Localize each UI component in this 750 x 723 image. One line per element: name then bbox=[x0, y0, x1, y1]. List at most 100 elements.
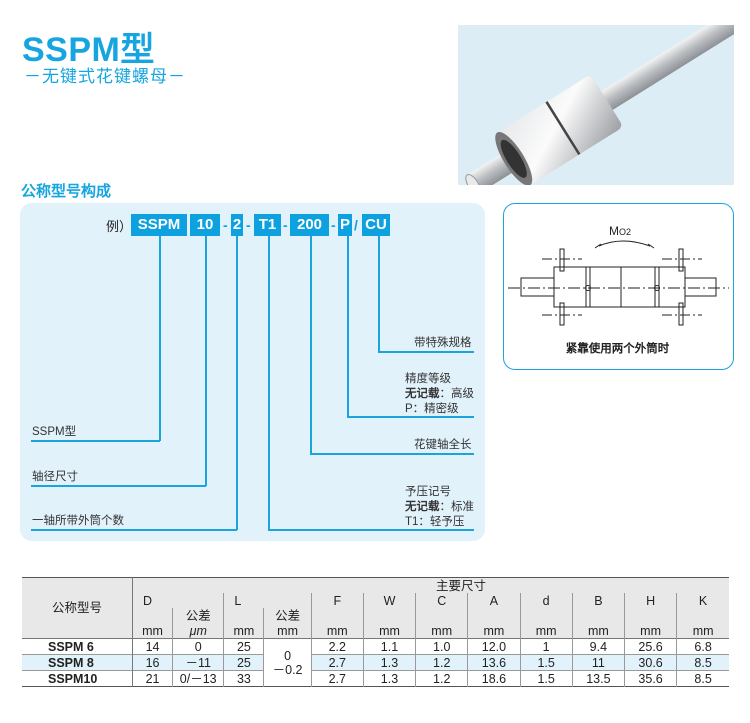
cell-k: 6.8 bbox=[694, 639, 712, 654]
leader-line bbox=[236, 236, 238, 530]
leader-line bbox=[378, 351, 474, 353]
col-B-header: B bbox=[572, 593, 625, 608]
cell-d: 1.5 bbox=[520, 670, 573, 687]
col-H-header: H bbox=[624, 593, 678, 608]
unit: mm bbox=[263, 623, 312, 639]
leader-line bbox=[31, 440, 160, 442]
code-separator: - bbox=[283, 217, 288, 233]
code-separator: - bbox=[223, 217, 228, 233]
example-prefix: 例） bbox=[106, 219, 133, 234]
code-separator: - bbox=[331, 217, 336, 233]
col-K-header: K bbox=[676, 593, 729, 608]
cell-l: 25 bbox=[223, 638, 265, 655]
leader-line bbox=[31, 529, 237, 531]
cell-f: 2.2 bbox=[311, 638, 364, 655]
cell-a: 13.6 bbox=[467, 654, 521, 671]
dimensions-table: 公称型号 主要尺寸 D L F W C A d B H K 公差 公差 mm μ… bbox=[22, 577, 729, 687]
cell-h: 30.6 bbox=[624, 654, 678, 671]
leader-line bbox=[347, 236, 349, 417]
page-title: SSPM型 bbox=[22, 31, 155, 69]
unit: mm bbox=[415, 623, 469, 639]
cell-d: 14 bbox=[132, 638, 174, 655]
main-dimensions-header: 主要尺寸 bbox=[132, 577, 729, 593]
L-tol-label: 公差 bbox=[263, 608, 312, 623]
product-photo bbox=[458, 25, 734, 185]
desc-count: 一轴所带外筒个数 bbox=[32, 515, 124, 527]
D-tol-label: 公差 bbox=[172, 608, 225, 623]
L-tolerance-cell: 0－0.2 bbox=[263, 638, 312, 687]
cell-d_tol: 0 bbox=[172, 638, 225, 655]
cell-w: 1.3 bbox=[363, 654, 417, 671]
col-F-header: F bbox=[311, 593, 364, 608]
cell-l: 25 bbox=[223, 654, 265, 671]
cell-d: 1 bbox=[520, 638, 573, 655]
cell-h: 35.6 bbox=[624, 670, 678, 687]
unit: mm bbox=[311, 623, 364, 639]
col-W-header: W bbox=[363, 593, 417, 608]
cell-a: 12.0 bbox=[467, 638, 521, 655]
desc-special: 带特殊规格 bbox=[414, 337, 472, 349]
cell-f: 2.7 bbox=[311, 654, 364, 671]
cell-a: 18.6 bbox=[467, 670, 521, 687]
unit: mm bbox=[132, 623, 173, 639]
desc-preload: 予压记号 无记载：标准 T1：轻予压 bbox=[405, 486, 474, 528]
model-code-panel bbox=[20, 203, 485, 541]
desc-length: 花键轴全长 bbox=[414, 439, 472, 451]
code-segment-count: 2 bbox=[231, 214, 243, 236]
desc-series: SSPM型 bbox=[32, 426, 77, 438]
leader-line bbox=[310, 453, 474, 455]
leader-line bbox=[347, 416, 474, 418]
unit: mm bbox=[223, 623, 264, 639]
code-segment-shaft: 10 bbox=[190, 214, 220, 236]
leader-line bbox=[205, 236, 207, 486]
cell-b: 9.4 bbox=[572, 638, 625, 655]
double-nut-drawing bbox=[508, 240, 729, 326]
unit: mm bbox=[572, 623, 625, 639]
cell-b: 13.5 bbox=[572, 670, 625, 687]
leader-line bbox=[268, 529, 474, 531]
cell-d: 1.5 bbox=[520, 654, 573, 671]
moment-label: MO2 bbox=[609, 224, 632, 238]
section-title: 公称型号构成 bbox=[21, 183, 112, 200]
cell-w: 1.1 bbox=[363, 638, 417, 655]
unit: mm bbox=[363, 623, 417, 639]
col-d-header: d bbox=[520, 593, 573, 608]
col-D-header: D bbox=[132, 593, 225, 608]
leader-line bbox=[378, 236, 380, 352]
cell-w: 1.3 bbox=[363, 670, 417, 687]
page-subtitle: －无键式花键螺母－ bbox=[24, 67, 186, 86]
unit: mm bbox=[520, 623, 573, 639]
figure-caption: 紧靠使用两个外筒时 bbox=[565, 343, 670, 355]
cell-f: 2.7 bbox=[311, 670, 364, 687]
unit: mm bbox=[624, 623, 678, 639]
moment-figure-panel: MO2 bbox=[503, 203, 734, 370]
cell-d_tol: －11 bbox=[172, 654, 225, 671]
code-separator: / bbox=[354, 217, 358, 233]
unit: mm bbox=[467, 623, 521, 639]
model-cell: SSPM 6 bbox=[22, 638, 133, 655]
L-tol-upper: 0 bbox=[284, 648, 292, 663]
L-tol-lower: －0.2 bbox=[272, 662, 303, 677]
cell-d: 21 bbox=[132, 670, 174, 687]
code-segment-length: 200 bbox=[290, 214, 329, 236]
desc-accuracy: 精度等级 无记载：高级 P：精密级 bbox=[405, 373, 474, 415]
cell-l: 33 bbox=[223, 670, 265, 687]
leader-line bbox=[310, 236, 312, 454]
col-C-header: C bbox=[415, 593, 469, 608]
model-cell: SSPM10 bbox=[22, 670, 133, 687]
col-A-header: A bbox=[467, 593, 521, 608]
model-cell: SSPM 8 bbox=[22, 654, 133, 671]
leader-line bbox=[268, 236, 270, 530]
cell-c: 1.0 bbox=[415, 638, 469, 655]
leader-line bbox=[159, 236, 161, 441]
model-header: 公称型号 bbox=[22, 577, 133, 639]
cell-h: 25.6 bbox=[624, 638, 678, 655]
cell-c: 1.2 bbox=[415, 654, 469, 671]
cell-b: 11 bbox=[572, 654, 625, 671]
cell-d_tol: 0/－13 bbox=[172, 670, 225, 687]
cell-c: 1.2 bbox=[415, 670, 469, 687]
code-segment-special: CU bbox=[362, 214, 390, 236]
